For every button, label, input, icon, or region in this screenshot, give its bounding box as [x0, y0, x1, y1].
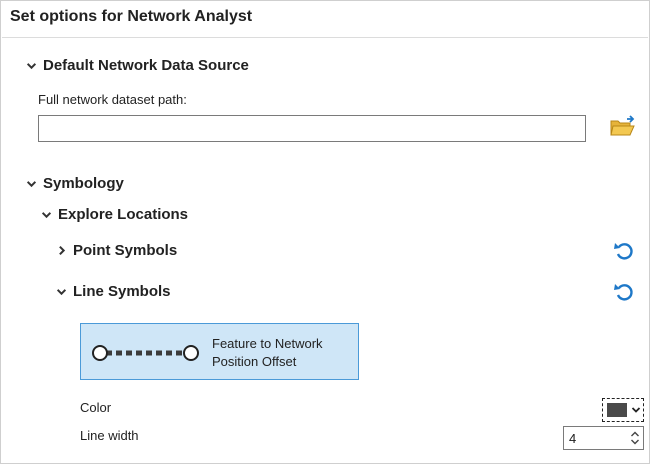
line-width-value[interactable]: 4 — [569, 430, 577, 446]
line-symbols-header[interactable]: Line Symbols — [56, 283, 171, 300]
dashed-line-symbol-icon — [92, 345, 199, 361]
chevron-down-icon — [631, 407, 641, 413]
folder-open-icon — [610, 115, 635, 136]
chevron-down-icon — [26, 178, 37, 189]
chevron-down-icon — [26, 60, 37, 71]
reset-line-symbols-button[interactable] — [611, 280, 637, 304]
symbology-header[interactable]: Symbology — [26, 175, 124, 192]
explore-locations-header[interactable]: Explore Locations — [41, 206, 188, 223]
browse-button[interactable] — [609, 115, 637, 139]
symbology-title: Symbology — [43, 175, 124, 192]
chevron-down-icon — [41, 209, 52, 220]
reset-point-symbols-button[interactable] — [611, 239, 637, 263]
default-source-title: Default Network Data Source — [43, 57, 249, 74]
feature-to-network-offset-symbol[interactable]: Feature to Network Position Offset — [80, 323, 359, 380]
line-symbols-title: Line Symbols — [73, 283, 171, 300]
path-label: Full network dataset path: — [38, 92, 187, 107]
color-picker[interactable] — [602, 398, 644, 422]
symbol-label: Feature to Network Position Offset — [212, 335, 323, 371]
chevron-down-icon — [56, 286, 67, 297]
symbol-label-line-1: Feature to Network — [212, 336, 323, 351]
chevron-down-icon[interactable] — [630, 438, 640, 446]
reset-icon — [614, 243, 633, 260]
page-title: Set options for Network Analyst — [10, 8, 253, 25]
point-symbols-title: Point Symbols — [73, 242, 178, 259]
network-dataset-path-input[interactable] — [38, 115, 586, 142]
chevron-right-icon — [56, 245, 67, 256]
symbol-label-line-2: Position Offset — [212, 354, 297, 369]
point-symbols-header[interactable]: Point Symbols — [56, 242, 177, 259]
chevron-up-icon[interactable] — [630, 430, 640, 438]
stepper-arrows[interactable] — [627, 427, 643, 449]
color-label: Color — [80, 400, 112, 415]
title-divider — [2, 37, 648, 38]
reset-icon — [614, 284, 633, 301]
explore-locations-title: Explore Locations — [58, 206, 189, 223]
line-width-label: Line width — [80, 428, 139, 443]
color-swatch-fill — [607, 403, 627, 417]
default-source-header[interactable]: Default Network Data Source — [26, 57, 249, 74]
line-width-stepper[interactable]: 4 — [563, 426, 644, 450]
